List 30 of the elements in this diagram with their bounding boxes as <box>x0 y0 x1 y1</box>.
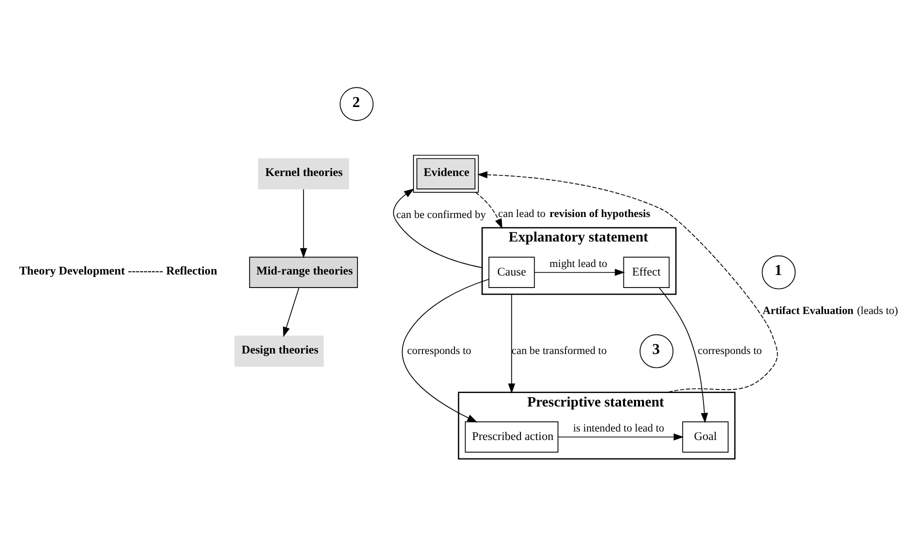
node-box: Goal <box>682 421 729 453</box>
edge-label: can be transformed to <box>512 345 607 358</box>
label: Theory Development --------- Reflection <box>19 264 218 278</box>
node-box: Prescribed action <box>464 421 558 453</box>
arrow <box>282 287 300 338</box>
node-box: Evidence <box>413 154 479 193</box>
arrow <box>477 171 778 393</box>
edge-label: corresponds to <box>407 345 472 358</box>
node-circle: 1 <box>762 255 796 290</box>
arrow <box>475 192 502 229</box>
node-box: Mid-range theories <box>249 256 358 288</box>
node-circle: 3 <box>640 334 674 368</box>
edge-label: corresponds to <box>698 345 762 358</box>
arrow <box>658 287 708 424</box>
node-box: Cause <box>488 256 535 288</box>
node-box: Kernel theories <box>258 158 350 190</box>
arrow <box>300 188 308 258</box>
edge-label: might lead to <box>550 258 608 270</box>
arrow <box>402 278 490 422</box>
edge-label: Artifact Evaluation (leads to) <box>762 304 898 317</box>
edge-label: can lead to revision of hypothesis <box>498 208 650 220</box>
arrow <box>534 268 625 276</box>
node-box: Effect <box>623 256 670 288</box>
node-box: Design theories <box>234 336 324 367</box>
arrow <box>558 433 684 441</box>
arrow <box>508 294 516 394</box>
node-circle: 2 <box>340 87 374 121</box>
edge-label: is intended to lead to <box>573 422 664 434</box>
edge-label: can be confirmed by <box>396 208 486 221</box>
arrow <box>393 188 483 268</box>
